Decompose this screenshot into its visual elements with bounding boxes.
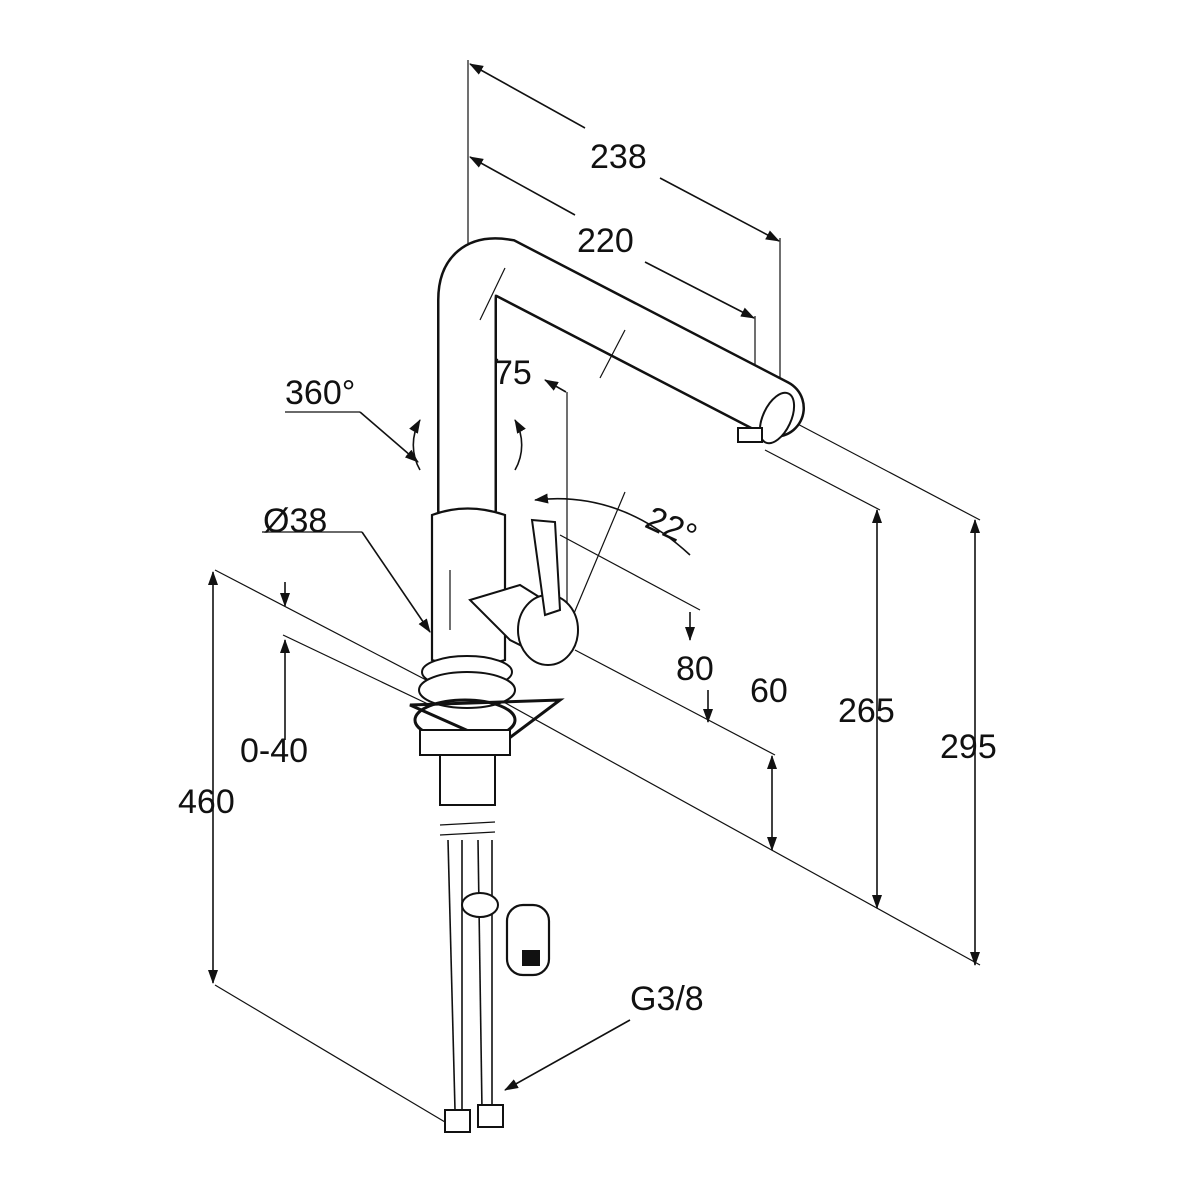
label-60: 60 [750, 672, 788, 710]
label-460: 460 [178, 783, 235, 821]
dimension-lines [208, 63, 980, 1091]
faucet-illustration [409, 237, 805, 1133]
label-0-40: 0-40 [240, 732, 308, 770]
label-220: 220 [577, 222, 634, 260]
label-238: 238 [590, 138, 647, 176]
dimension-labels: 238 220 75 360° 22° Ø38 80 60 265 295 46… [178, 138, 997, 1018]
label-diameter-38: Ø38 [263, 502, 327, 540]
label-360: 360° [285, 374, 355, 412]
label-295: 295 [940, 728, 997, 766]
extension-lines [214, 60, 981, 1126]
label-22: 22° [640, 499, 703, 555]
label-80: 80 [676, 650, 714, 688]
label-265: 265 [838, 692, 895, 730]
label-g3-8: G3/8 [630, 980, 704, 1018]
label-75: 75 [494, 354, 532, 392]
